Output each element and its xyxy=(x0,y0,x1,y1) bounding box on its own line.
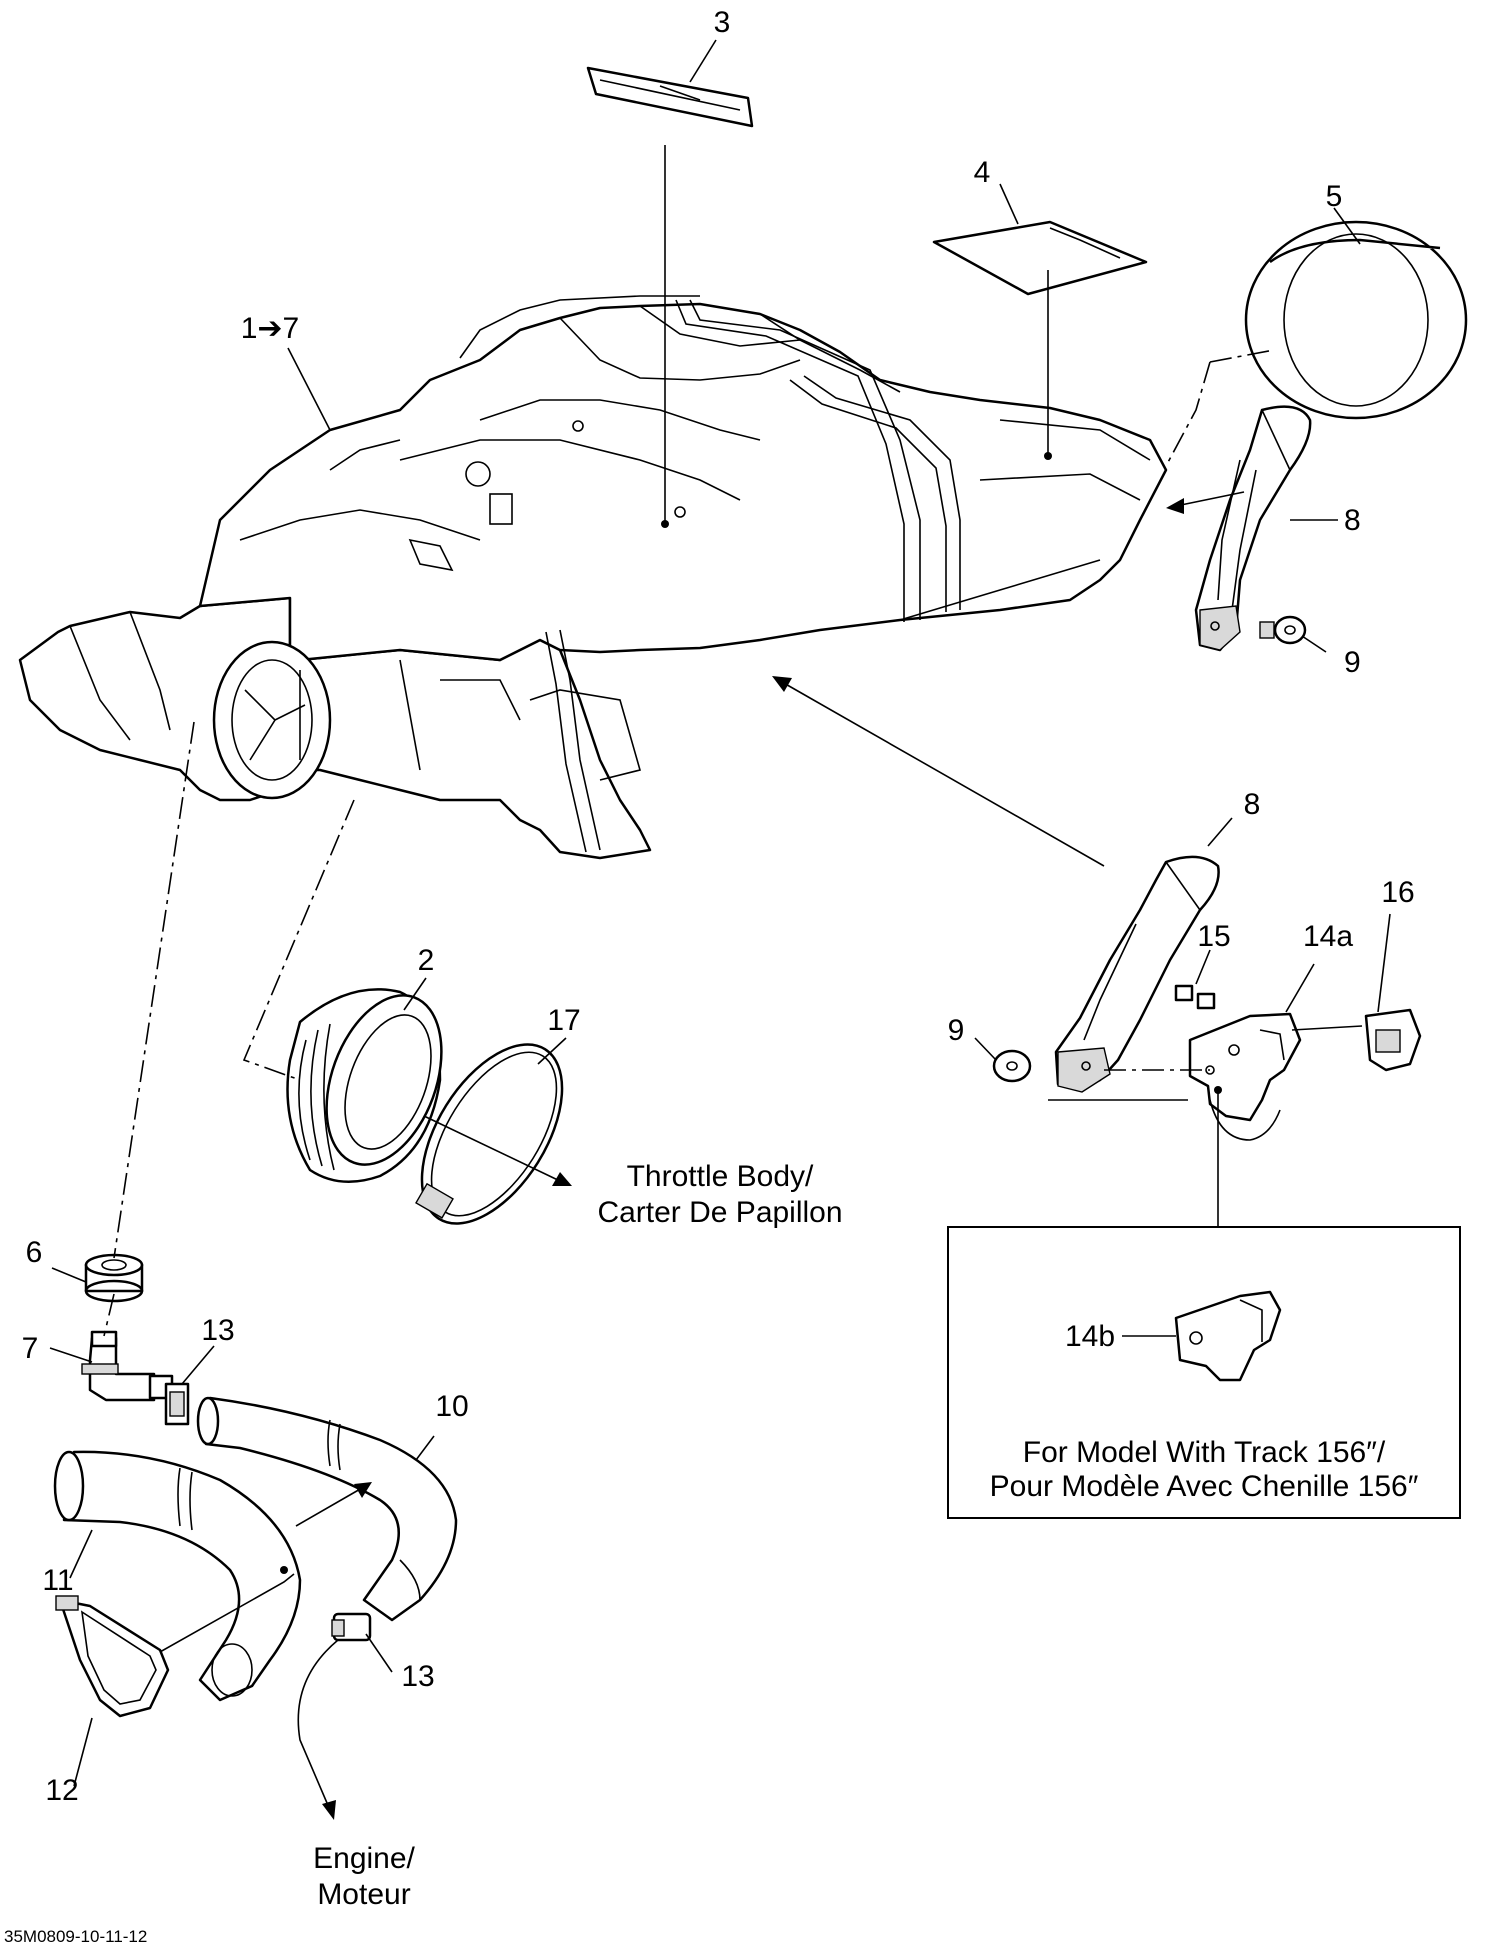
callout-8-top: 8 xyxy=(1344,504,1361,537)
callout-16: 16 xyxy=(1381,876,1414,909)
callout-13-top: 13 xyxy=(201,1314,234,1347)
inset-caption-english: For Model With Track 156″/ xyxy=(1023,1436,1386,1469)
callout-7: 7 xyxy=(22,1332,39,1365)
callout-2: 2 xyxy=(418,944,435,977)
callout-17: 17 xyxy=(547,1004,580,1037)
callout-labels: 3 4 5 1➔7 8 9 8 9 15 14a 16 2 17 6 7 13 … xyxy=(22,6,1415,1807)
part-16-clip xyxy=(1364,1008,1422,1072)
part-14a-bracket xyxy=(1188,1012,1302,1141)
caption-throttle-body: Throttle Body/ xyxy=(627,1160,814,1193)
caption-moteur: Moteur xyxy=(317,1878,410,1911)
part-10-hose xyxy=(196,1396,458,1622)
callout-9-top: 9 xyxy=(1344,646,1361,679)
callout-12: 12 xyxy=(45,1774,78,1807)
part-12-strap xyxy=(55,1595,170,1718)
callout-9-mid: 9 xyxy=(948,1014,965,1047)
inset-box xyxy=(947,1226,1461,1519)
part-14b-bracket xyxy=(1174,1290,1282,1382)
part-6-grommet xyxy=(84,1253,144,1303)
callout-11: 11 xyxy=(42,1564,73,1597)
caption-engine: Engine/ xyxy=(313,1842,415,1875)
callout-15: 15 xyxy=(1197,920,1230,953)
callout-14a: 14a xyxy=(1303,920,1353,953)
part-13-clamp-bottom xyxy=(331,1612,372,1642)
part-5-filter xyxy=(1244,220,1468,420)
part-11-hose xyxy=(53,1450,302,1702)
part-9-washer-top xyxy=(1259,615,1307,645)
callout-10: 10 xyxy=(435,1390,468,1423)
part-4-decal xyxy=(932,220,1148,296)
part-8-intake-duct-top xyxy=(1194,405,1312,652)
caption-carter-de-papillon: Carter De Papillon xyxy=(597,1196,842,1229)
callout-8-mid: 8 xyxy=(1244,788,1261,821)
callout-6: 6 xyxy=(26,1236,43,1269)
callout-1-to-7: 1➔7 xyxy=(241,312,300,345)
callout-13-bottom: 13 xyxy=(401,1660,434,1693)
leader-lines xyxy=(49,39,1391,1820)
part-2-adaptor xyxy=(286,988,443,1183)
inset-caption-french: Pour Modèle Avec Chenille 156″ xyxy=(990,1470,1419,1503)
callout-5: 5 xyxy=(1326,180,1343,213)
callout-4: 4 xyxy=(974,156,991,189)
part-15-screws xyxy=(1174,984,1216,1010)
part-1-airbox-body xyxy=(18,295,1168,860)
callout-3: 3 xyxy=(714,6,731,39)
captions: Throttle Body/ Carter De Papillon Engine… xyxy=(4,1160,1419,1946)
part-9-washer-mid xyxy=(992,1049,1032,1083)
part-13-clamp-top xyxy=(164,1382,190,1426)
callout-14b: 14b xyxy=(1065,1320,1115,1353)
drawing-code: 35M0809-10-11-12 xyxy=(4,1927,147,1946)
part-8-intake-duct-mid xyxy=(1054,855,1220,1093)
part-3-decal xyxy=(586,66,754,128)
part-7-elbow-fitting xyxy=(81,1330,174,1402)
part-17-clamp xyxy=(415,1043,564,1225)
